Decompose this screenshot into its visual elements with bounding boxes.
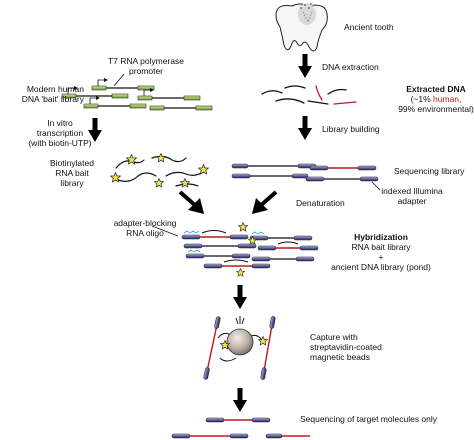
hybridization-label: Hybridization RNA bait library + ancient… <box>326 232 436 272</box>
extracted-dna-composition: (~1% human, <box>410 94 462 104</box>
magnetic-bead <box>226 328 254 356</box>
arrow-to-sequencing <box>233 388 247 412</box>
t7-promoter-label: T7 RNA polymerase promoter <box>107 56 185 76</box>
target-molecule <box>205 417 271 423</box>
library-molecule <box>309 165 377 171</box>
in-vitro-transcription-label: In vitro transcription (with biotin-UTP) <box>28 118 92 148</box>
hybrid-molecule <box>185 249 251 259</box>
adapter-blocking-label: adapter-blocking RNA oligo <box>113 218 177 238</box>
hybrid-molecule <box>181 230 249 240</box>
denaturation-label: Denaturation <box>296 198 345 208</box>
extracted-dna-title: Extracted DNA <box>406 84 466 94</box>
hybridization-bait: RNA bait library <box>351 242 411 252</box>
library-building-label: Library building <box>322 124 380 134</box>
bait-molecule <box>61 86 129 99</box>
adapter-pointer <box>371 181 381 191</box>
capture-label: Capture with streptavidin-coated magneti… <box>310 332 382 362</box>
arrow-library-to-hybridization <box>252 190 278 214</box>
bait-molecule <box>91 78 155 91</box>
library-molecule <box>305 176 379 182</box>
bead-capture <box>203 316 276 380</box>
bait-molecule <box>83 96 147 109</box>
hybrid-molecule <box>249 231 313 241</box>
hybrid-molecule <box>203 259 271 269</box>
extracted-dna-fragments <box>261 85 357 105</box>
blocking-oligo-pointer <box>151 225 179 237</box>
biotin-star-icon <box>154 178 164 188</box>
hybridization-complexes <box>151 225 319 269</box>
indexed-adapter-label: indexed Illumina adapter <box>381 186 443 206</box>
ancient-tooth-icon <box>275 3 328 52</box>
sequencing-targets-label: Sequencing of target molecules only <box>300 414 438 424</box>
target-molecule <box>171 433 249 439</box>
biotin-star-icon <box>236 268 245 277</box>
library-molecule <box>231 163 317 169</box>
hybrid-molecule <box>251 256 315 262</box>
library-molecule <box>231 173 309 179</box>
ancient-tooth-label: Ancient tooth <box>344 22 394 32</box>
bait-molecule <box>137 88 201 101</box>
bait-library-molecules <box>61 73 213 111</box>
target-molecule <box>265 433 310 439</box>
modern-human-bait-label: Modern human DNA 'bait' library <box>21 84 84 104</box>
sequencing-library-molecules <box>231 163 381 191</box>
sequencing-library-label: Sequencing library <box>394 166 465 176</box>
biotin-star-icon <box>156 153 166 163</box>
hybrid-molecule <box>183 243 257 249</box>
hybridization-plus: + <box>378 252 384 262</box>
arrow-to-capture <box>233 285 247 309</box>
hybridization-title: Hybridization <box>354 232 408 242</box>
arrow-bait-to-hybridization <box>178 190 204 214</box>
extracted-dna-label: Extracted DNA (~1% human, 99% environmen… <box>398 84 474 114</box>
hybridization-pond: ancient DNA library (pond) <box>331 262 431 272</box>
promoter-pointer <box>113 73 125 87</box>
extracted-dna-environmental: 99% environmental) <box>398 104 474 114</box>
arrow-extraction <box>298 54 312 78</box>
dna-extraction-label: DNA extraction <box>322 62 379 72</box>
biotin-star-icon <box>238 222 248 232</box>
hybrid-molecule <box>257 241 319 251</box>
target-molecules <box>171 417 310 439</box>
biotin-star-icon <box>180 178 190 188</box>
arrow-library-building <box>298 116 312 140</box>
biotinylated-bait-label: Biotinylated RNA bait library <box>50 158 94 188</box>
bait-molecule <box>149 105 213 111</box>
